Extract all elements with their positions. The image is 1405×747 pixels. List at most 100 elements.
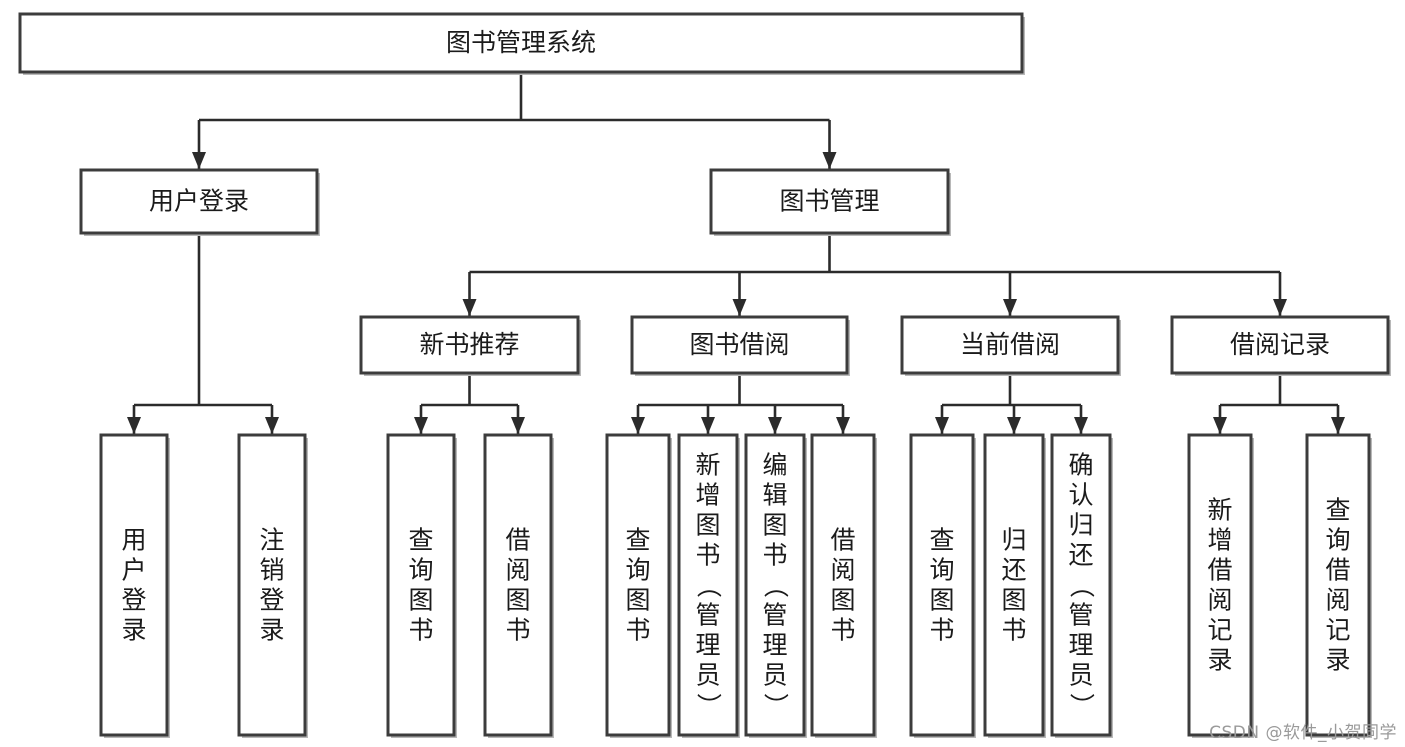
node-label-char: （ xyxy=(1067,573,1096,598)
node-label: 新书推荐 xyxy=(419,330,519,359)
node-label-char: 图 xyxy=(929,585,954,614)
node-l4-0[interactable]: 用户登录 xyxy=(99,433,170,738)
node-rect xyxy=(909,433,975,737)
node-label-char: ） xyxy=(761,693,790,718)
node-label-char: 登 xyxy=(259,585,284,614)
arrow-head-icon xyxy=(192,152,206,169)
node-label-char: 归 xyxy=(1068,510,1093,539)
node-label-char: 还 xyxy=(1001,555,1026,584)
node-label-char: 询 xyxy=(929,555,954,584)
node-label-char: 户 xyxy=(121,555,146,584)
node-label-char: 管 xyxy=(695,600,720,629)
node-label-char: 询 xyxy=(408,555,433,584)
arrow-head-icon xyxy=(631,417,645,434)
node-label-char: 理 xyxy=(695,630,720,659)
node-l2-0[interactable]: 用户登录 xyxy=(79,168,320,236)
node-label-char: （ xyxy=(694,573,723,598)
arrow-head-icon xyxy=(462,299,477,316)
node-rect xyxy=(1170,315,1390,375)
node-label-char: 管 xyxy=(762,600,787,629)
node-label-char: ） xyxy=(1067,693,1096,718)
node-label-char: 录 xyxy=(121,615,146,644)
arrow-head-icon xyxy=(822,152,837,169)
node-label-char: 新 xyxy=(1207,495,1232,524)
node-label-char: 查 xyxy=(625,525,650,554)
node-label-char: 员 xyxy=(695,660,720,689)
node-label-char: 理 xyxy=(1068,630,1093,659)
node-label-char: 记 xyxy=(1207,615,1232,644)
arrow-head-icon xyxy=(1331,417,1345,434)
node-rect xyxy=(386,433,456,737)
node-rect xyxy=(630,315,849,375)
node-l3-2[interactable]: 当前借阅 xyxy=(900,315,1121,376)
arrow-head-icon xyxy=(836,417,850,434)
node-rect xyxy=(810,433,876,737)
node-label-char: 查 xyxy=(929,525,954,554)
arrow-head-icon xyxy=(935,417,949,434)
watermark-label: CSDN @软件_小贺同学 xyxy=(1209,723,1397,743)
node-label-char: 阅 xyxy=(505,555,530,584)
node-l2-1[interactable]: 图书管理 xyxy=(709,168,951,236)
node-label: 图书管理系统 xyxy=(446,28,596,57)
node-label-char: 书 xyxy=(762,540,787,569)
node-label-char: 增 xyxy=(695,480,720,509)
node-rect xyxy=(359,315,580,375)
arrow-head-icon xyxy=(768,417,782,434)
node-label: 用户登录 xyxy=(149,187,249,216)
node-label-char: 图 xyxy=(1001,585,1026,614)
node-label-char: 书 xyxy=(505,615,530,644)
node-label-char: 询 xyxy=(1325,525,1350,554)
node-l3-3[interactable]: 借阅记录 xyxy=(1170,315,1391,376)
arrow-head-icon xyxy=(265,417,279,434)
node-label-char: 询 xyxy=(625,555,650,584)
arrow-head-icon xyxy=(414,417,428,434)
node-label-char: 借 xyxy=(830,525,855,554)
arrow-head-icon xyxy=(1213,417,1227,434)
node-label-char: 阅 xyxy=(1207,585,1232,614)
node-rect xyxy=(677,433,739,737)
node-label-char: 借 xyxy=(505,525,530,554)
node-label-char: 书 xyxy=(1001,615,1026,644)
arrow-head-icon xyxy=(1074,417,1088,434)
node-rect xyxy=(900,315,1120,375)
node-rect xyxy=(1050,433,1112,737)
node-label-char: 书 xyxy=(929,615,954,644)
node-label-char: 编 xyxy=(762,450,787,479)
node-label-char: 录 xyxy=(1325,645,1350,674)
node-label-char: 图 xyxy=(830,585,855,614)
node-label: 图书管理 xyxy=(779,187,879,216)
node-label-char: 增 xyxy=(1207,525,1232,554)
node-rect xyxy=(99,433,169,737)
node-label-char: 查 xyxy=(408,525,433,554)
node-rect xyxy=(983,433,1045,737)
node-label-char: 图 xyxy=(762,510,787,539)
node-rect xyxy=(79,168,319,235)
node-rect xyxy=(1305,433,1371,737)
node-root-0[interactable]: 图书管理系统 xyxy=(18,12,1025,75)
node-label-char: 员 xyxy=(1068,660,1093,689)
node-label-char: 销 xyxy=(259,555,284,584)
connector-layer xyxy=(127,72,1345,434)
arrow-head-icon xyxy=(127,417,141,434)
node-label-char: 认 xyxy=(1068,480,1093,509)
node-l3-0[interactable]: 新书推荐 xyxy=(359,315,581,376)
node-label: 图书借阅 xyxy=(689,330,789,359)
node-l3-1[interactable]: 图书借阅 xyxy=(630,315,850,376)
node-label-char: 图 xyxy=(505,585,530,614)
node-label-char: 还 xyxy=(1068,540,1093,569)
node-label-char: 录 xyxy=(259,615,284,644)
